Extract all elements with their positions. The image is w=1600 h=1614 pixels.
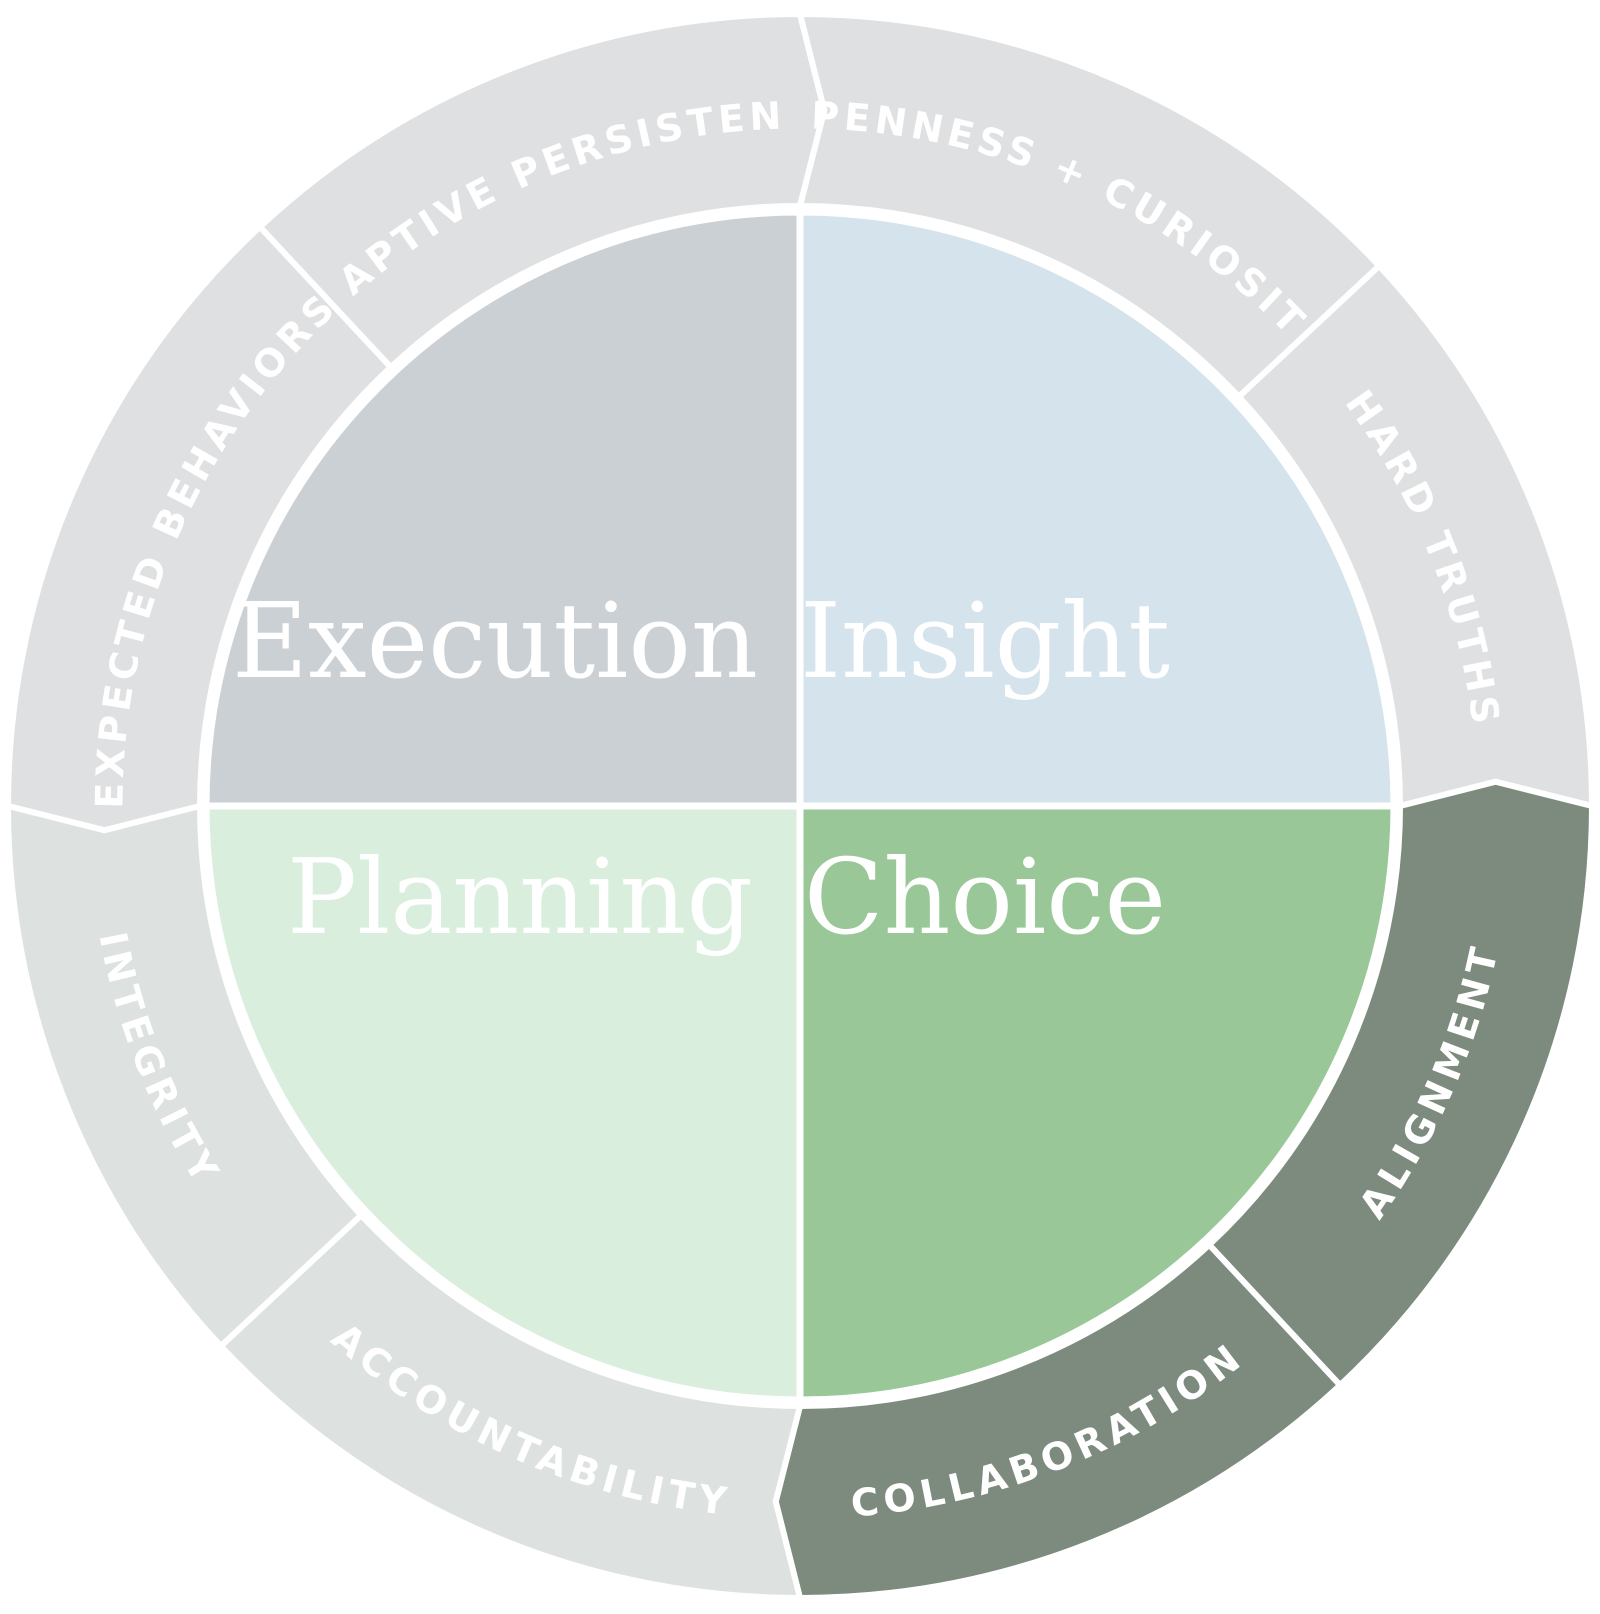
quadrant-planning — [202, 802, 804, 1404]
quadrant-execution — [202, 208, 804, 810]
ring-segment-integrity — [4, 802, 366, 1351]
quadrant-label-planning: Planning — [287, 836, 753, 958]
quadrant-label-execution: Execution — [232, 580, 758, 702]
quadrant-label-insight: Insight — [800, 580, 1170, 702]
inner-circle — [202, 208, 1398, 1404]
quadrant-choice — [796, 802, 1398, 1404]
quadrant-insight — [796, 208, 1398, 810]
quadrant-label-choice: Choice — [804, 836, 1166, 958]
